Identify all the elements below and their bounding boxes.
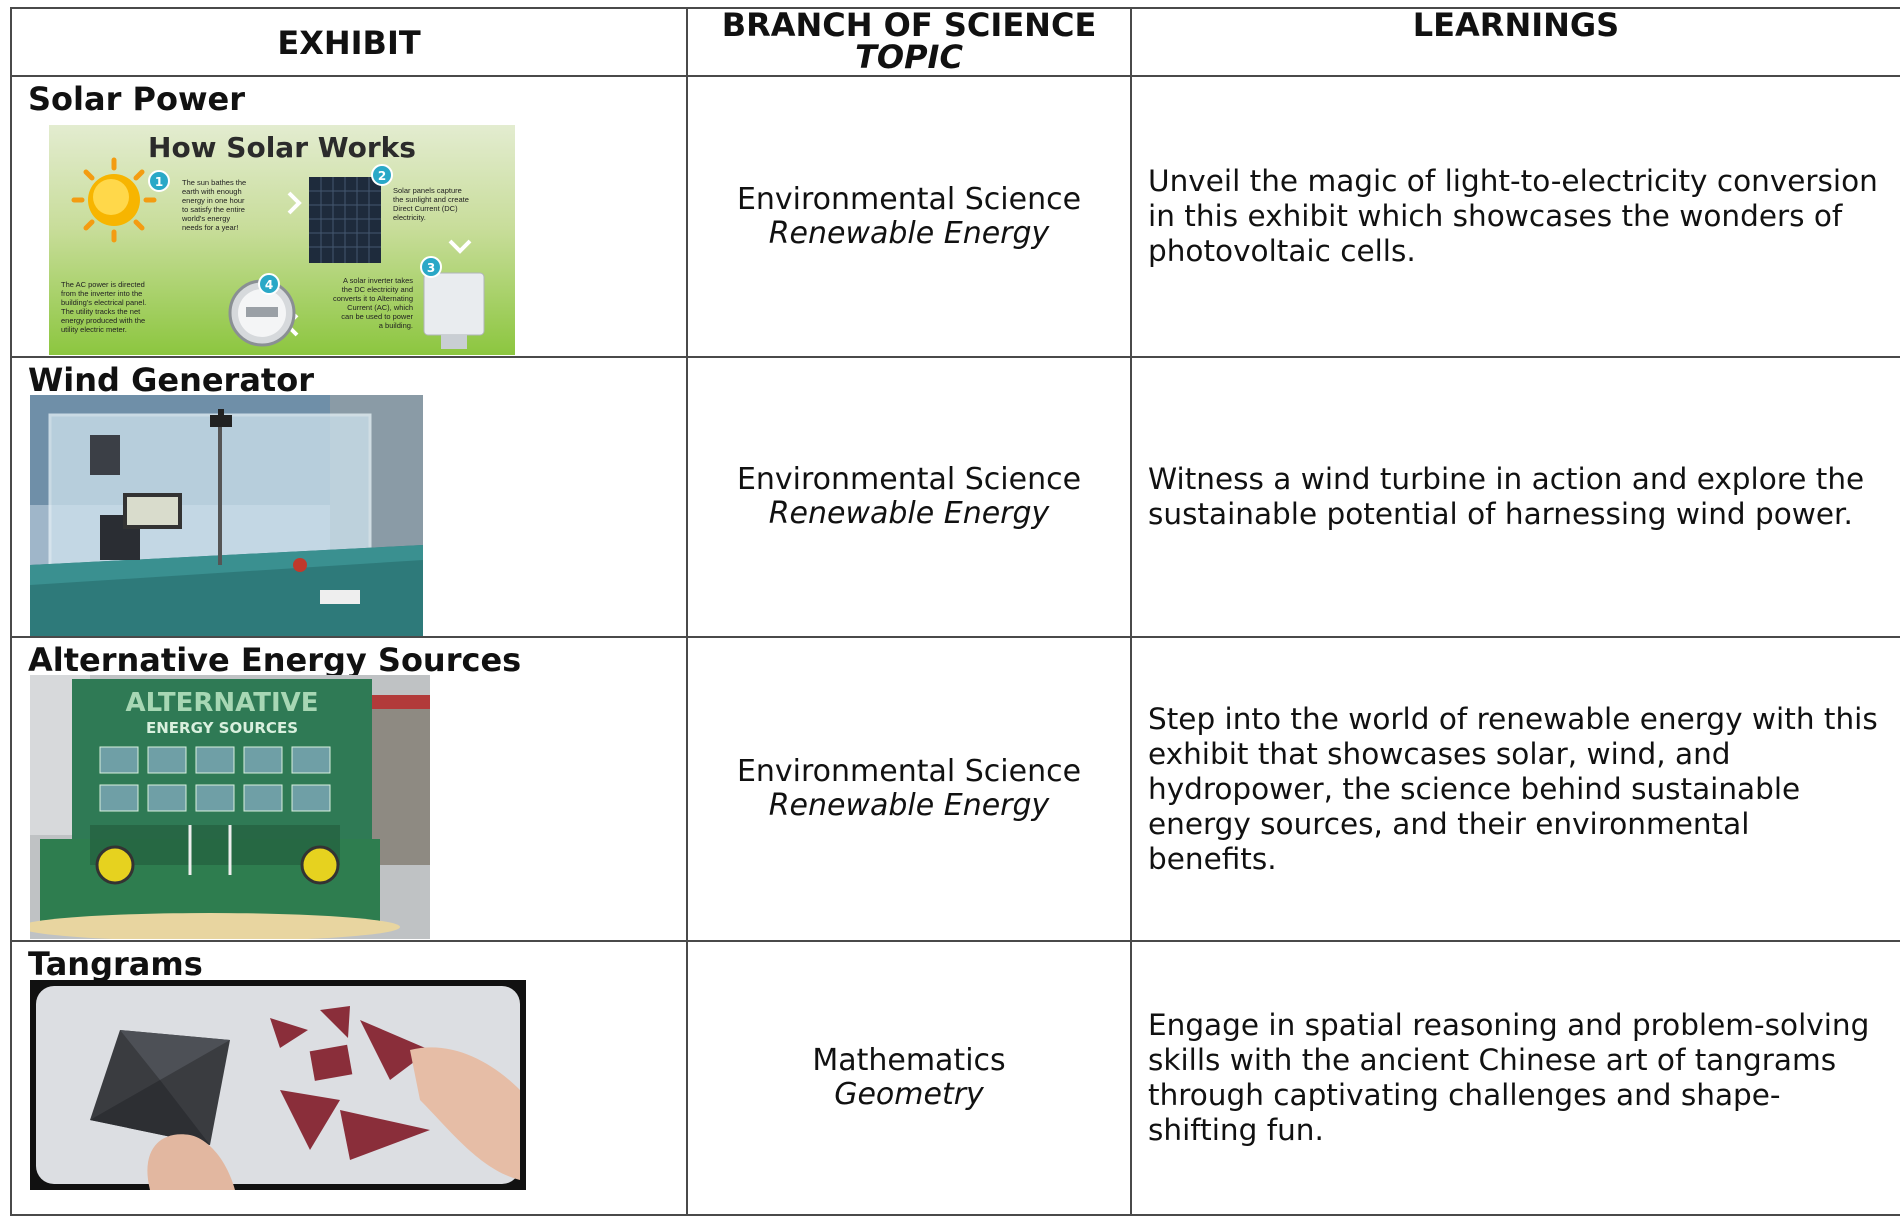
svg-text:from the inverter into the: from the inverter into the: [61, 289, 142, 298]
exhibit-name: Solar Power: [28, 80, 245, 118]
svg-text:3: 3: [427, 261, 435, 275]
topic-name: Renewable Energy: [768, 215, 1050, 251]
header-branch-label: BRANCH OF SCIENCE: [721, 6, 1097, 44]
svg-text:Solar panels capture: Solar panels capture: [393, 186, 462, 195]
solar-infographic: How Solar Works 1: [49, 125, 515, 355]
svg-text:electricity.: electricity.: [393, 213, 426, 222]
branch-cell: Environmental Science Renewable Energy: [686, 636, 1132, 942]
svg-text:Current (AC), which: Current (AC), which: [347, 303, 413, 312]
branch-name: Mathematics: [812, 1043, 1006, 1078]
learnings-cell: Engage in spatial reasoning and problem-…: [1130, 940, 1900, 1216]
topic-name: Geometry: [834, 1077, 984, 1112]
learnings-cell: Step into the world of renewable energy …: [1130, 636, 1900, 942]
branch-cell: Environmental Science Renewable Energy: [686, 356, 1132, 638]
wind-generator-photo: [30, 395, 423, 636]
svg-text:1: 1: [155, 175, 163, 189]
exhibit-name: Wind Generator: [28, 361, 314, 399]
exhibit-cell: Wind Generator: [10, 356, 688, 638]
svg-text:The sun bathes the: The sun bathes the: [182, 178, 246, 187]
exhibit-cell: Solar Power How Solar Works: [10, 75, 688, 358]
header-learnings: LEARNINGS: [1130, 7, 1900, 77]
svg-text:earth with enough: earth with enough: [182, 187, 242, 196]
solar-infographic-image: How Solar Works 1: [49, 125, 515, 355]
svg-text:A solar inverter takes: A solar inverter takes: [343, 276, 413, 285]
topic-name: Renewable Energy: [768, 788, 1050, 823]
table-row: Solar Power How Solar Works: [10, 75, 1900, 358]
learnings-cell: Witness a wind turbine in action and exp…: [1130, 356, 1900, 638]
table-row: Alternative Energy Sources ALTERNATIVE E…: [10, 636, 1900, 942]
svg-text:the DC electricity and: the DC electricity and: [342, 285, 413, 294]
wind-generator-illustration: [30, 395, 423, 636]
sign-line2: ENERGY SOURCES: [146, 719, 298, 737]
solar-panel-icon: [309, 177, 381, 263]
exhibit-name: Alternative Energy Sources: [28, 641, 522, 679]
topic-name: Renewable Energy: [768, 496, 1050, 531]
exhibit-cell: Alternative Energy Sources ALTERNATIVE E…: [10, 636, 688, 942]
branch-name: Environmental Science: [736, 181, 1082, 217]
svg-text:energy produced with the: energy produced with the: [61, 316, 145, 325]
svg-text:utility electric meter.: utility electric meter.: [61, 325, 127, 334]
table-row: Tangrams: [10, 940, 1900, 1216]
tangrams-illustration: [30, 980, 526, 1190]
sign-line1: ALTERNATIVE: [125, 688, 318, 718]
solar-infographic-title: How Solar Works: [148, 131, 416, 164]
learnings-cell: Unveil the magic of light-to-electricity…: [1130, 75, 1900, 358]
branch-cell: Mathematics Geometry: [686, 940, 1132, 1216]
electric-meter-icon: [228, 279, 296, 347]
branch-name: Environmental Science: [736, 462, 1082, 497]
svg-text:can be used to power: can be used to power: [341, 312, 413, 321]
svg-text:the sunlight and create: the sunlight and create: [393, 195, 469, 204]
branch-cell: Environmental Science Renewable Energy: [686, 75, 1132, 358]
tangrams-photo: [30, 980, 526, 1190]
svg-text:energy in one hour: energy in one hour: [182, 196, 245, 205]
svg-text:4: 4: [265, 278, 273, 292]
svg-text:a building.: a building.: [379, 321, 413, 330]
sun-icon: [71, 157, 157, 243]
svg-text:to satisfy the entire: to satisfy the entire: [182, 205, 245, 214]
exhibit-name: Tangrams: [28, 945, 203, 983]
svg-text:building's electrical panel.: building's electrical panel.: [61, 298, 146, 307]
branch-name: Environmental Science: [736, 754, 1082, 789]
svg-text:The AC power is directed: The AC power is directed: [61, 280, 145, 289]
svg-text:Direct Current (DC): Direct Current (DC): [393, 204, 458, 213]
svg-text:The utility tracks the net: The utility tracks the net: [61, 307, 141, 316]
header-exhibit: EXHIBIT: [10, 7, 688, 77]
alternative-energy-photo: ALTERNATIVE ENERGY SOURCES: [30, 675, 430, 939]
svg-text:needs for a year!: needs for a year!: [182, 223, 238, 232]
svg-text:world's energy: world's energy: [181, 214, 230, 223]
svg-text:converts it to Alternating: converts it to Alternating: [333, 294, 413, 303]
alternative-energy-illustration: ALTERNATIVE ENERGY SOURCES: [30, 675, 430, 939]
exhibit-cell: Tangrams: [10, 940, 688, 1216]
svg-text:2: 2: [378, 169, 386, 183]
inverter-icon: [423, 272, 485, 349]
header-topic-label: TOPIC: [855, 38, 963, 76]
table-row: Wind Generator: [10, 356, 1900, 638]
